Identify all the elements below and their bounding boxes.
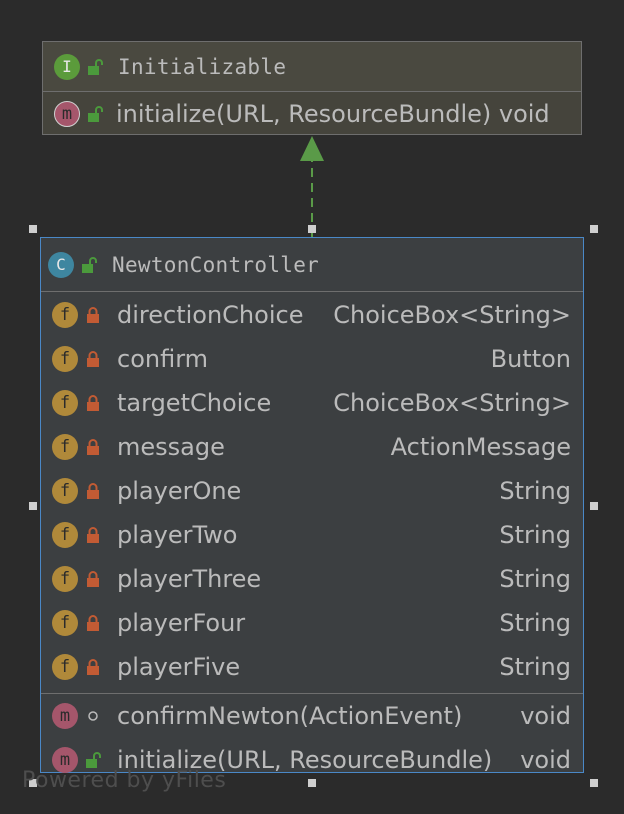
interface-header: I Initializable: [43, 42, 581, 92]
package-private-icon: [88, 711, 98, 721]
field-icon: f: [52, 390, 78, 416]
private-lock-icon: [87, 439, 99, 455]
public-lock-icon: [88, 58, 103, 75]
interface-method-row[interactable]: m initialize(URL, ResourceBundle) void: [43, 92, 581, 136]
field-type: String: [499, 609, 571, 637]
field-name: targetChoice: [117, 389, 272, 417]
field-row[interactable]: f directionChoice ChoiceBox<String>: [41, 293, 583, 337]
interface-name: Initializable: [118, 54, 287, 79]
private-lock-icon: [87, 351, 99, 367]
field-name: message: [117, 433, 225, 461]
field-icon: f: [52, 302, 78, 328]
selection-handle-bottom-left[interactable]: [29, 779, 37, 787]
methods-section: m confirmNewton(ActionEvent) void m init…: [41, 694, 583, 782]
private-lock-icon: [87, 615, 99, 631]
selection-handle-bottom-right[interactable]: [590, 779, 598, 787]
class-header: C NewtonController: [41, 238, 583, 292]
selection-handle-bottom-center[interactable]: [308, 779, 316, 787]
method-row[interactable]: m confirmNewton(ActionEvent) void: [41, 694, 583, 738]
class-node-newtoncontroller[interactable]: C NewtonController f directionChoice Cho…: [40, 237, 584, 774]
selection-handle-middle-right[interactable]: [590, 502, 598, 510]
method-name: initialize(URL, ResourceBundle): [117, 746, 493, 774]
interface-icon: I: [54, 53, 80, 80]
interface-node-initializable[interactable]: I Initializable m initialize(URL, Resour…: [42, 41, 582, 135]
private-lock-icon: [87, 395, 99, 411]
field-icon: f: [52, 654, 78, 680]
selection-handle-top-left[interactable]: [29, 225, 37, 233]
field-icon: f: [52, 434, 78, 460]
field-type: String: [499, 565, 571, 593]
field-type: String: [499, 653, 571, 681]
selection-handle-top-center[interactable]: [308, 225, 316, 233]
field-type: Button: [490, 345, 571, 373]
method-name: confirmNewton(ActionEvent): [117, 702, 463, 730]
private-lock-icon: [87, 307, 99, 323]
field-name: playerThree: [117, 565, 262, 593]
method-icon: m: [52, 747, 78, 773]
field-type: ChoiceBox<String>: [333, 301, 571, 329]
fields-section: f directionChoice ChoiceBox<String> f co…: [41, 292, 583, 694]
field-icon: f: [52, 346, 78, 372]
field-type: String: [499, 521, 571, 549]
method-signature: initialize(URL, ResourceBundle) void: [116, 100, 550, 128]
field-icon: f: [52, 478, 78, 504]
field-name: directionChoice: [117, 301, 304, 329]
field-type: String: [499, 477, 571, 505]
field-type: ActionMessage: [390, 433, 571, 461]
selection-handle-middle-left[interactable]: [29, 502, 37, 510]
field-row[interactable]: f message ActionMessage: [41, 425, 583, 469]
public-lock-icon: [82, 256, 97, 273]
field-icon: f: [52, 566, 78, 592]
private-lock-icon: [87, 571, 99, 587]
edge-arrowhead: [300, 136, 324, 161]
field-row[interactable]: f playerThree String: [41, 557, 583, 601]
field-row[interactable]: f playerFive String: [41, 645, 583, 689]
private-lock-icon: [87, 527, 99, 543]
private-lock-icon: [87, 483, 99, 499]
field-type: ChoiceBox<String>: [333, 389, 571, 417]
method-return-type: void: [520, 702, 571, 730]
field-name: playerFour: [117, 609, 246, 637]
field-row[interactable]: f confirm Button: [41, 337, 583, 381]
public-lock-icon: [88, 106, 103, 122]
field-name: playerFive: [117, 653, 241, 681]
field-row[interactable]: f playerFour String: [41, 601, 583, 645]
method-icon: m: [54, 101, 80, 127]
private-lock-icon: [87, 659, 99, 675]
field-name: playerOne: [117, 477, 242, 505]
field-name: playerTwo: [117, 521, 238, 549]
field-row[interactable]: f targetChoice ChoiceBox<String>: [41, 381, 583, 425]
class-name: NewtonController: [112, 252, 320, 277]
field-row[interactable]: f playerTwo String: [41, 513, 583, 557]
selection-handle-top-right[interactable]: [590, 225, 598, 233]
method-row[interactable]: m initialize(URL, ResourceBundle) void: [41, 738, 583, 782]
field-icon: f: [52, 522, 78, 548]
method-return-type: void: [520, 746, 571, 774]
watermark: Powered by yFiles: [22, 768, 227, 793]
method-icon: m: [52, 703, 78, 729]
field-name: confirm: [117, 345, 209, 373]
public-lock-icon: [86, 752, 101, 768]
field-row[interactable]: f playerOne String: [41, 469, 583, 513]
class-icon: C: [48, 251, 74, 278]
field-icon: f: [52, 610, 78, 636]
